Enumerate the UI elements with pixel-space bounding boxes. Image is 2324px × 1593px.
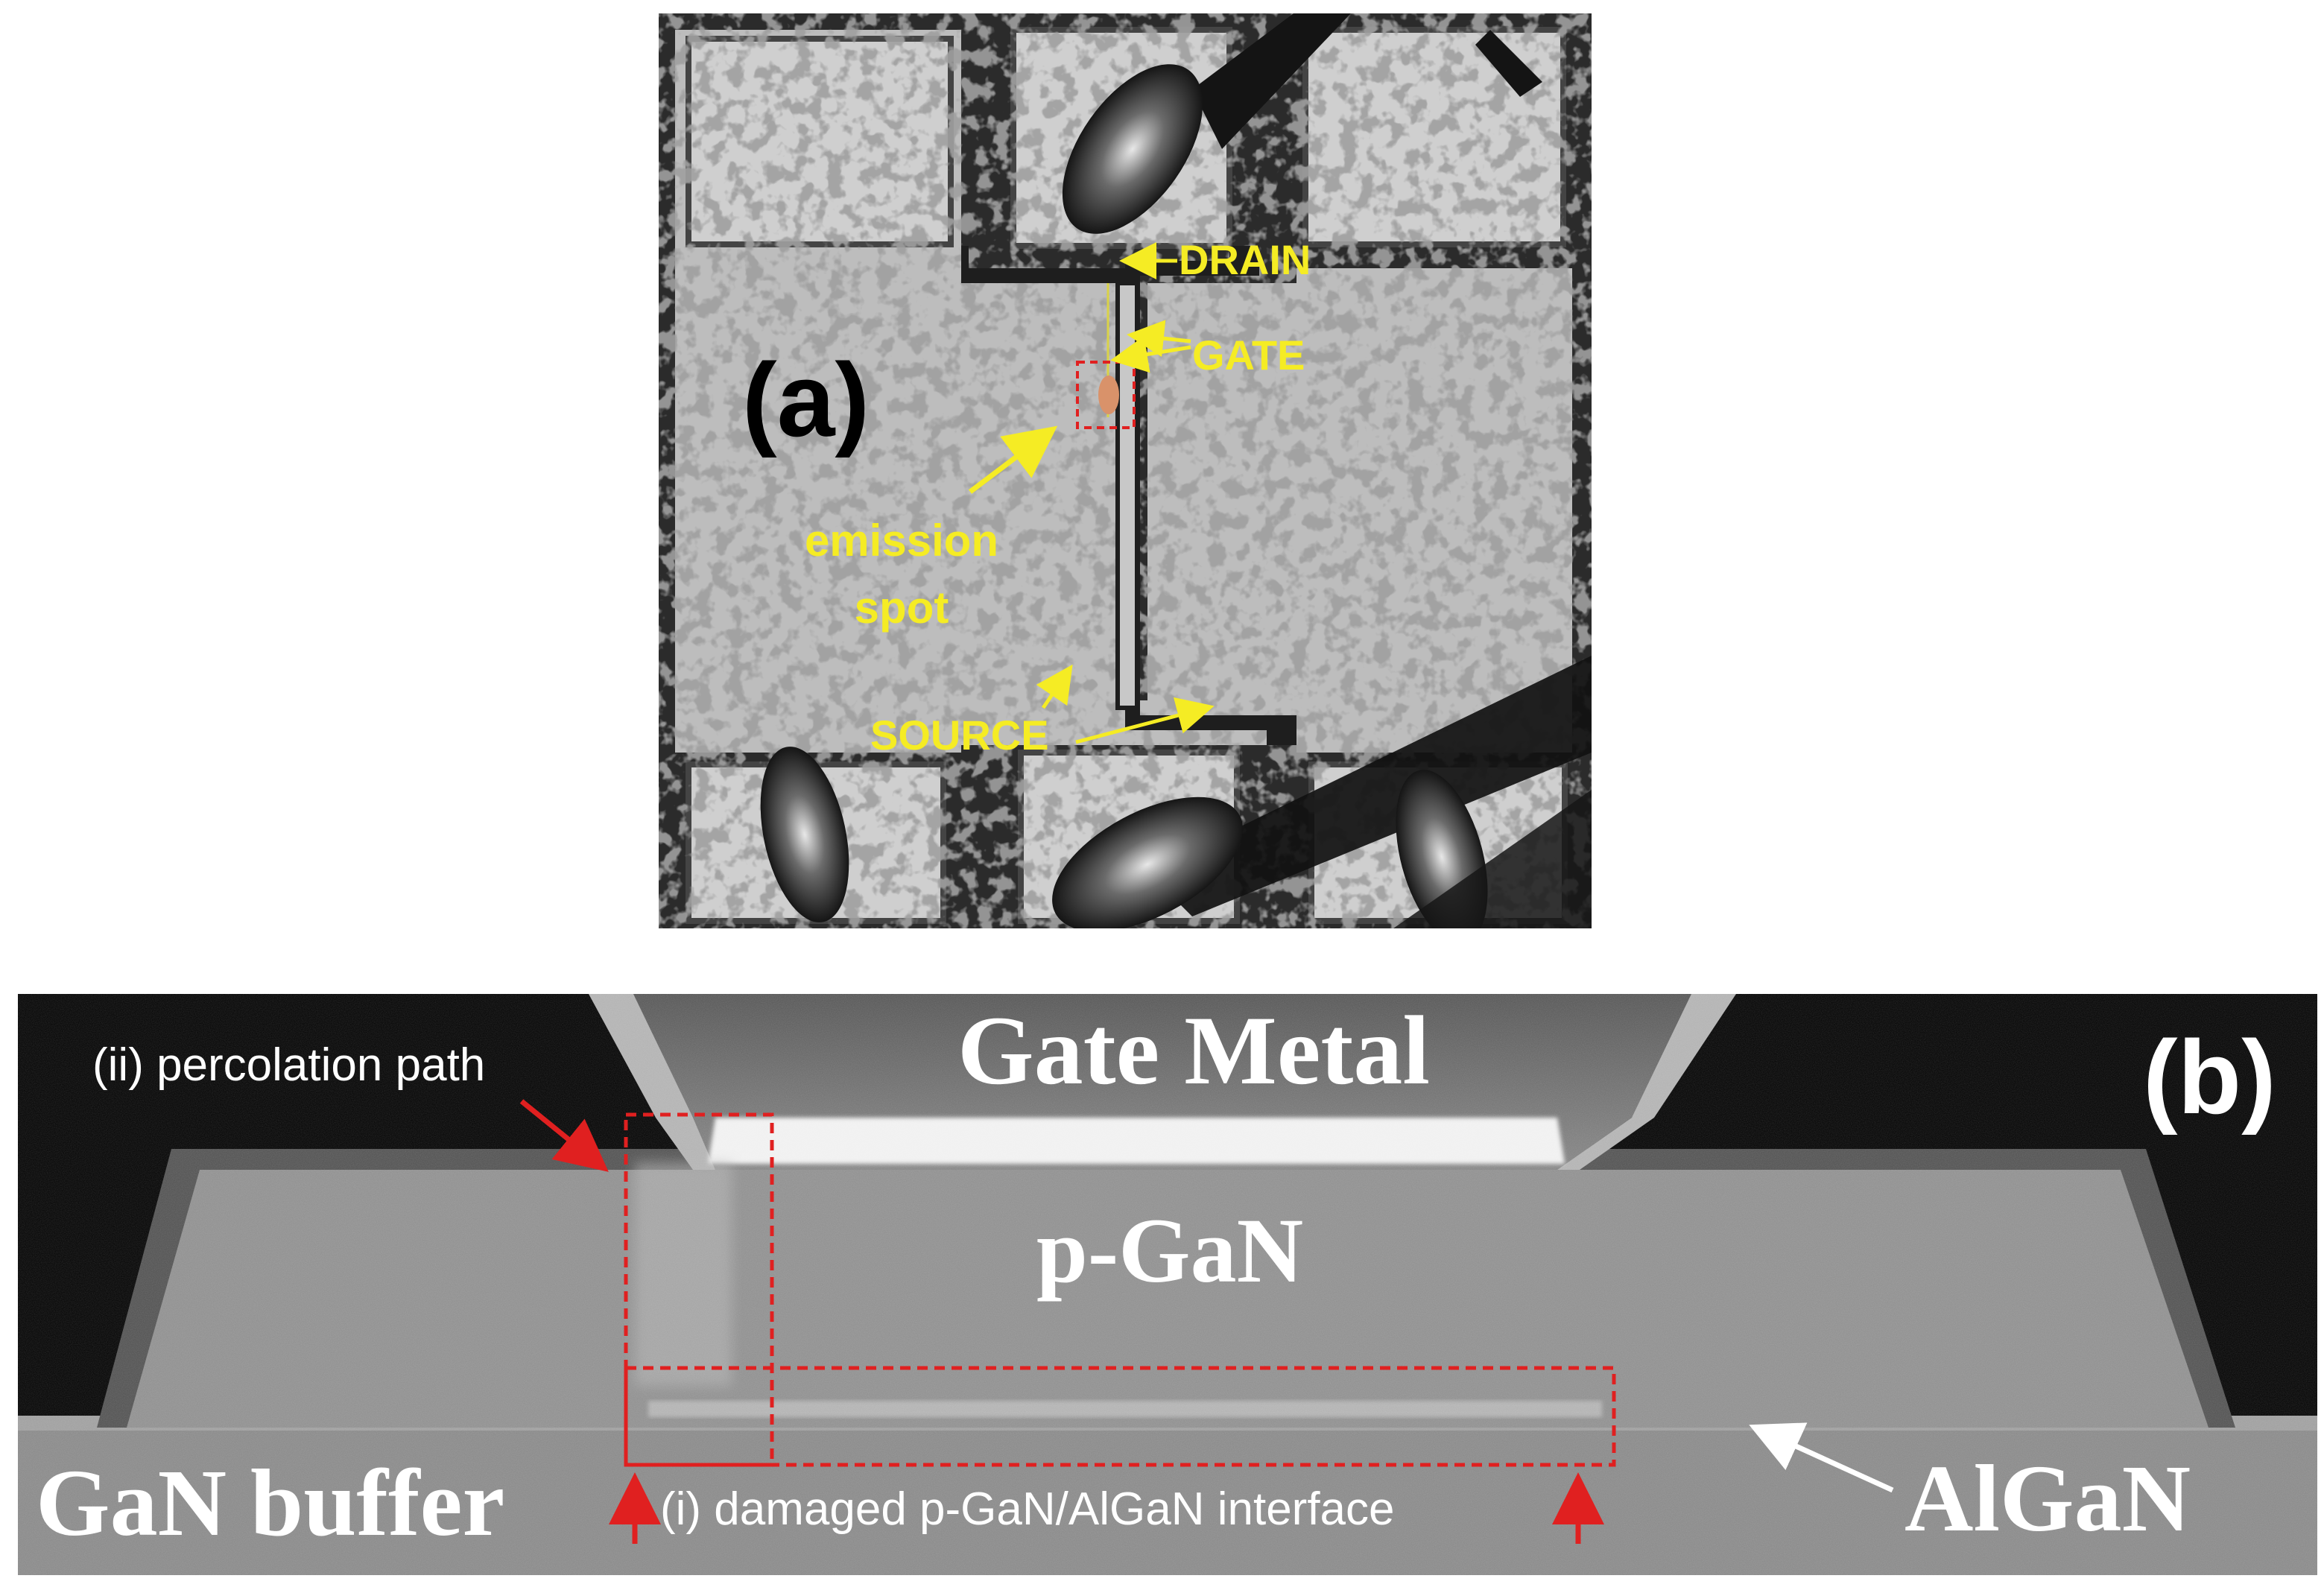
emission-label-line1: emission — [805, 516, 998, 566]
percolation-box — [624, 1112, 774, 1467]
emission-highlight-box — [1076, 361, 1136, 429]
interface-box — [624, 1366, 1616, 1467]
interface-label: (i) damaged p-GaN/AlGaN interface — [660, 1483, 1395, 1535]
emission-label-line2: spot — [855, 583, 949, 633]
drain-label: DRAIN — [1179, 236, 1311, 283]
source-label: SOURCE — [870, 712, 1049, 759]
emission-spot — [1098, 376, 1119, 414]
p-gan-label: p-GaN — [1036, 1200, 1303, 1302]
panel-b-tag: (b) — [2143, 1019, 2276, 1136]
gan-buffer-label: GaN buffer — [36, 1450, 504, 1556]
percolation-arrow — [519, 1099, 609, 1172]
algan-arrow — [1749, 1422, 1894, 1493]
source-arrow-right — [1075, 697, 1215, 744]
probe-needles — [760, 13, 1592, 928]
algan-label: AlGaN — [1905, 1445, 2191, 1551]
gate-arrow-2 — [1110, 335, 1191, 373]
gate-metal-label: Gate Metal — [957, 995, 1430, 1105]
percolation-label: (ii) percolation path — [92, 1039, 485, 1091]
emission-arrow — [968, 425, 1058, 494]
panel-a-micrograph — [659, 13, 1592, 928]
panel-b-micrograph — [18, 994, 2317, 1575]
gate-label: GATE — [1192, 332, 1305, 379]
panel-a-tag: (a) — [742, 341, 870, 458]
source-arrow-left — [1036, 664, 1073, 709]
